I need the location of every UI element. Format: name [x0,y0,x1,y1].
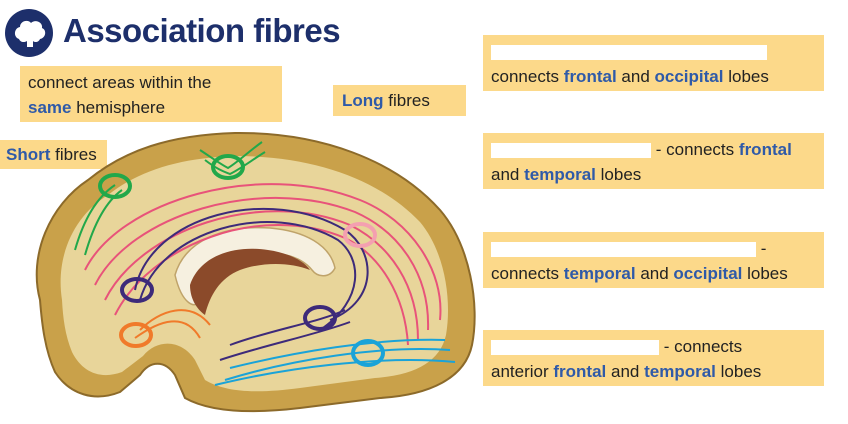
fibre-box-2: - connects frontal and temporal lobes [483,133,824,189]
orange-ring [119,322,153,348]
short-fibre-ring [98,173,132,199]
fibre-1-t3: lobes [728,67,769,86]
short-label-rest: fibres [55,145,97,164]
fibre-3-pre: - [760,239,767,258]
definition-box: connect areas within the same hemisphere [20,66,282,122]
fibre-box-1: connects frontal and occipital lobes [483,35,824,91]
pink-ring [343,222,377,248]
fibre-3-b: occipital [673,264,743,283]
long-label-hl: Long [342,91,384,110]
fibre-2-a: frontal [738,140,792,159]
fibre-4-t3: lobes [720,362,762,381]
definition-line-1: connect areas within the [28,73,212,92]
brain-diagram [35,131,476,413]
definition-rest: hemisphere [76,98,166,117]
fibre-box-4: - connects anterior frontal and temporal… [483,330,824,386]
fibre-2-t3: lobes [600,165,642,184]
fibre-2-pre: - connects [655,140,735,159]
definition-same: same [28,98,72,117]
cyan-ring [351,339,385,367]
page-title: Association fibres [63,12,341,49]
fibre-box-3: - connects temporal and occipital lobes [483,232,824,288]
short-label-hl: Short [6,145,51,164]
fibre-4-b: temporal [644,362,716,381]
fibre-2-b: temporal [524,165,596,184]
white-matter [60,156,449,392]
fibre-3-t1: connects [491,264,560,283]
purple-ring-right [303,305,337,331]
fibre-4-t2: and [611,362,640,381]
ventricle [190,248,310,315]
fibre-4-a: frontal [553,362,607,381]
fibre-1-a: frontal [563,67,617,86]
definition-line-2: same hemisphere [28,95,274,120]
brain-icon [5,9,53,57]
fibre-4-t1: anterior [491,362,549,381]
fibre-1-t2: and [621,67,650,86]
fibre-1-b: occipital [654,67,724,86]
short-fibre-ring-top [211,154,245,180]
fibre-3-t2: and [640,264,669,283]
fibre-3-t3: lobes [747,264,788,283]
fibre-3-a: temporal [563,264,636,283]
short-fibres-label: Short fibres [0,140,107,169]
long-label-rest: fibres [388,91,430,110]
purple-ring-left [120,277,154,303]
long-fibres-label: Long fibres [333,85,466,116]
fibre-2-t2: and [491,165,520,184]
fibre-1-t1: connects [491,67,560,86]
fibre-4-pre: - connects [663,337,743,356]
